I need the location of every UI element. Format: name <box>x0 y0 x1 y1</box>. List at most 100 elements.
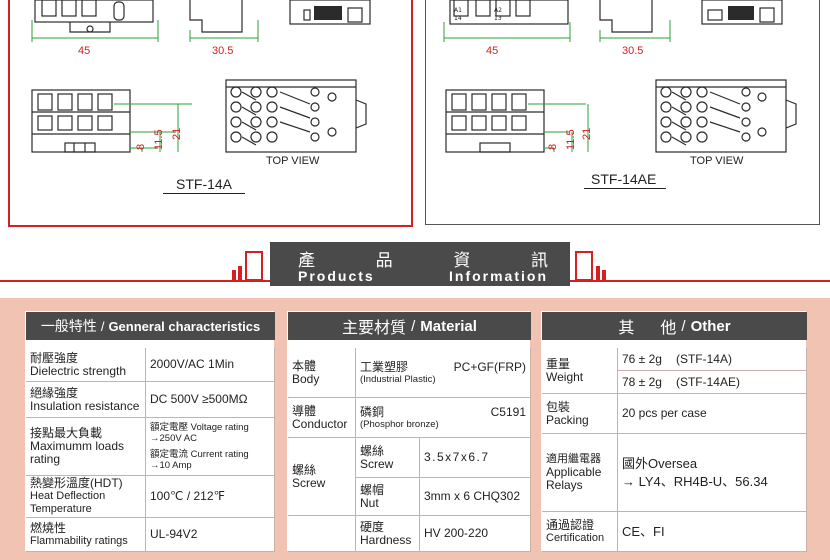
diagram-stf14ae: A1 14 A2 13 45 30.5 <box>443 0 797 153</box>
side-view-top-ae <box>599 0 671 42</box>
mat-cond-zh: 導體 <box>292 403 317 418</box>
gen-label-1-zh: 絕緣強度 <box>30 385 79 400</box>
general-title-en: Genneral characteristics <box>108 318 261 334</box>
mat-hard-zh: 硬度 <box>360 519 385 534</box>
material-title-zh: 主要材質 <box>342 320 407 337</box>
gen-label-0-en: Dielectric strength <box>30 363 127 378</box>
mat-body-val-en: (Industrial Plastic) <box>360 373 436 385</box>
other-title-en: Other <box>690 317 731 335</box>
gen-label-0: 耐壓強度 Dielectric strength <box>26 348 146 382</box>
mat-nut-value: 3mm x 6 CHQ302 <box>420 478 531 516</box>
general-table: 一般特性 / Genneral characteristics 耐壓強度 Die… <box>25 311 275 552</box>
oth-pack-value: 20 pcs per case <box>618 394 807 434</box>
oth-weight-label: 重量 Weight <box>542 348 618 394</box>
dim-21-text: 21 <box>171 128 183 140</box>
banner-en-1: Products <box>298 268 375 284</box>
gen-label-2-zh: 接點最大負載 <box>30 426 103 440</box>
gen-label-1-en: Insulation resistance <box>30 398 140 413</box>
material-title-en: Material <box>420 317 477 335</box>
gen-label-4-zh: 燃燒性 <box>30 520 67 535</box>
mat-body-val-zh: 工業塑膠 <box>360 359 409 374</box>
mat-screw-sub-zh: 螺絲 <box>360 443 385 458</box>
material-header: 主要材質 / Material <box>288 312 531 340</box>
gen-value-0-text: 2000V/AC 1Min <box>150 357 235 371</box>
mat-nut-val: 3mm x 6 CHQ302 <box>424 489 521 503</box>
banner-zh-3: 資 <box>453 251 471 271</box>
banner-ornament-left <box>232 251 263 281</box>
dim-depth-text-ae: 30.5 <box>622 45 643 57</box>
top-view-bottom <box>225 79 367 153</box>
gen-label-3-zh: 熱變形溫度(HDT) <box>30 476 123 490</box>
oth-weight-2: 78 ± 2g (STF-14AE) <box>618 371 807 394</box>
mat-screw-value: 3.5x7x6.7 <box>420 438 531 478</box>
dim-width-text: 45 <box>78 45 90 57</box>
other-header: 其 他 / Other <box>542 312 807 340</box>
oth-pack-en: Packing <box>546 412 589 427</box>
other-title-zh1: 其 <box>618 320 635 337</box>
mat-nut-label: 螺帽 Nut <box>356 478 420 516</box>
mat-cond-label: 導體 Conductor <box>288 398 356 438</box>
oth-cert-value: CE、FI <box>618 512 807 552</box>
top-view-top <box>289 0 371 25</box>
mat-cond-val-zh: 磷銅 <box>360 404 385 419</box>
banner-ornament-right <box>575 251 606 281</box>
front-view-top <box>31 0 159 42</box>
top-view-bottom-ae <box>655 79 797 153</box>
mat-body-code: PC+GF(FRP) <box>453 359 526 374</box>
oth-weight-1: 76 ± 2g (STF-14A) <box>618 348 807 371</box>
banner-zh-2: 品 <box>375 251 393 271</box>
mat-body-value: 工業塑膠 PC+GF(FRP) (Industrial Plastic) <box>356 348 531 398</box>
gen-value-2-v2b: →10 Amp <box>150 460 192 471</box>
gen-label-2-en: Maximumm loads rating <box>30 439 125 466</box>
gen-value-2-v1b: →250V AC <box>150 433 197 444</box>
gen-label-1: 絕緣強度 Insulation resistance <box>26 382 146 418</box>
model-label-stf14ae: STF-14AE <box>591 171 657 187</box>
mat-hard-sub-label: 硬度 Hardness <box>356 516 420 552</box>
oth-weight-zh: 重量 <box>546 356 571 371</box>
mat-cond-value: 磷銅 C5191 (Phosphor bronze) <box>356 398 531 438</box>
mat-screw-sub-en: Screw <box>360 456 394 471</box>
oth-pack-val: 20 pcs per case <box>622 406 707 420</box>
other-title-zh2: 他 <box>660 320 677 337</box>
mat-body-label: 本體 Body <box>288 348 356 398</box>
gen-label-2: 接點最大負載 Maximumm loads rating <box>26 418 146 476</box>
oth-relay-v1: 國外Oversea <box>622 455 698 471</box>
dim-21-text-ae: 21 <box>581 128 593 140</box>
oth-cert-val: CE、FI <box>622 524 665 539</box>
material-table: 主要材質 / Material 本體 Body 工業塑膠 PC+GF(FRP) … <box>287 311 531 552</box>
mat-screw-en: Screw <box>292 475 326 490</box>
banner-box <box>270 242 570 286</box>
term-13: 13 <box>494 15 502 22</box>
gen-value-2-v2: 額定電流 Current rating <box>150 449 249 460</box>
mat-screw-sub-label: 螺絲 Screw <box>356 438 420 478</box>
term-a1: A1 <box>454 7 462 14</box>
oth-weight-2-val: 78 ± 2g <box>622 374 662 389</box>
oth-relay-en1: Applicable <box>546 465 602 479</box>
banner-en: Products Information <box>298 268 548 284</box>
banner-zh-4: 訊 <box>530 251 548 271</box>
top-view-label-right: TOP VIEW <box>690 155 744 167</box>
mat-nut-en: Nut <box>360 495 379 510</box>
gen-label-3-en: Heat Deflection Temperature <box>30 490 106 515</box>
oth-weight-en: Weight <box>546 369 584 384</box>
dim-8-text-ae: 8 <box>547 144 559 150</box>
product-frame-stf14ae <box>425 0 820 225</box>
gen-value-2: 額定電壓 Voltage rating →250V AC 額定電流 Curren… <box>146 418 275 476</box>
gen-value-0: 2000V/AC 1Min <box>146 348 275 382</box>
gen-label-4: 燃燒性 Flammability ratings <box>26 518 146 552</box>
gen-label-4-en: Flammability ratings <box>30 534 128 547</box>
oth-pack-zh: 包裝 <box>546 399 571 414</box>
mat-screw-val: 3.5x7x6.7 <box>424 450 490 464</box>
gen-label-3: 熱變形溫度(HDT) Heat Deflection Temperature <box>26 476 146 518</box>
top-view-label-left: TOP VIEW <box>266 155 320 167</box>
other-table: 其 他 / Other 重量 Weight 76 ± 2g (STF-14A) … <box>541 311 807 552</box>
term-a2: A2 <box>494 7 502 14</box>
oth-relay-label: 適用繼電器 Applicable Relays <box>542 434 618 512</box>
front-view-top-ae: A1 14 A2 13 <box>443 0 571 42</box>
oth-cert-zh: 通過認證 <box>546 517 595 532</box>
mat-hard-en: Hardness <box>360 532 412 547</box>
gen-value-4-text: UL-94V2 <box>150 527 198 541</box>
mat-cond-val-en: (Phosphor bronze) <box>360 418 439 430</box>
dim-11-5-text-ae: 11.5 <box>565 129 577 150</box>
oth-relay-zh: 適用繼電器 <box>546 453 601 465</box>
